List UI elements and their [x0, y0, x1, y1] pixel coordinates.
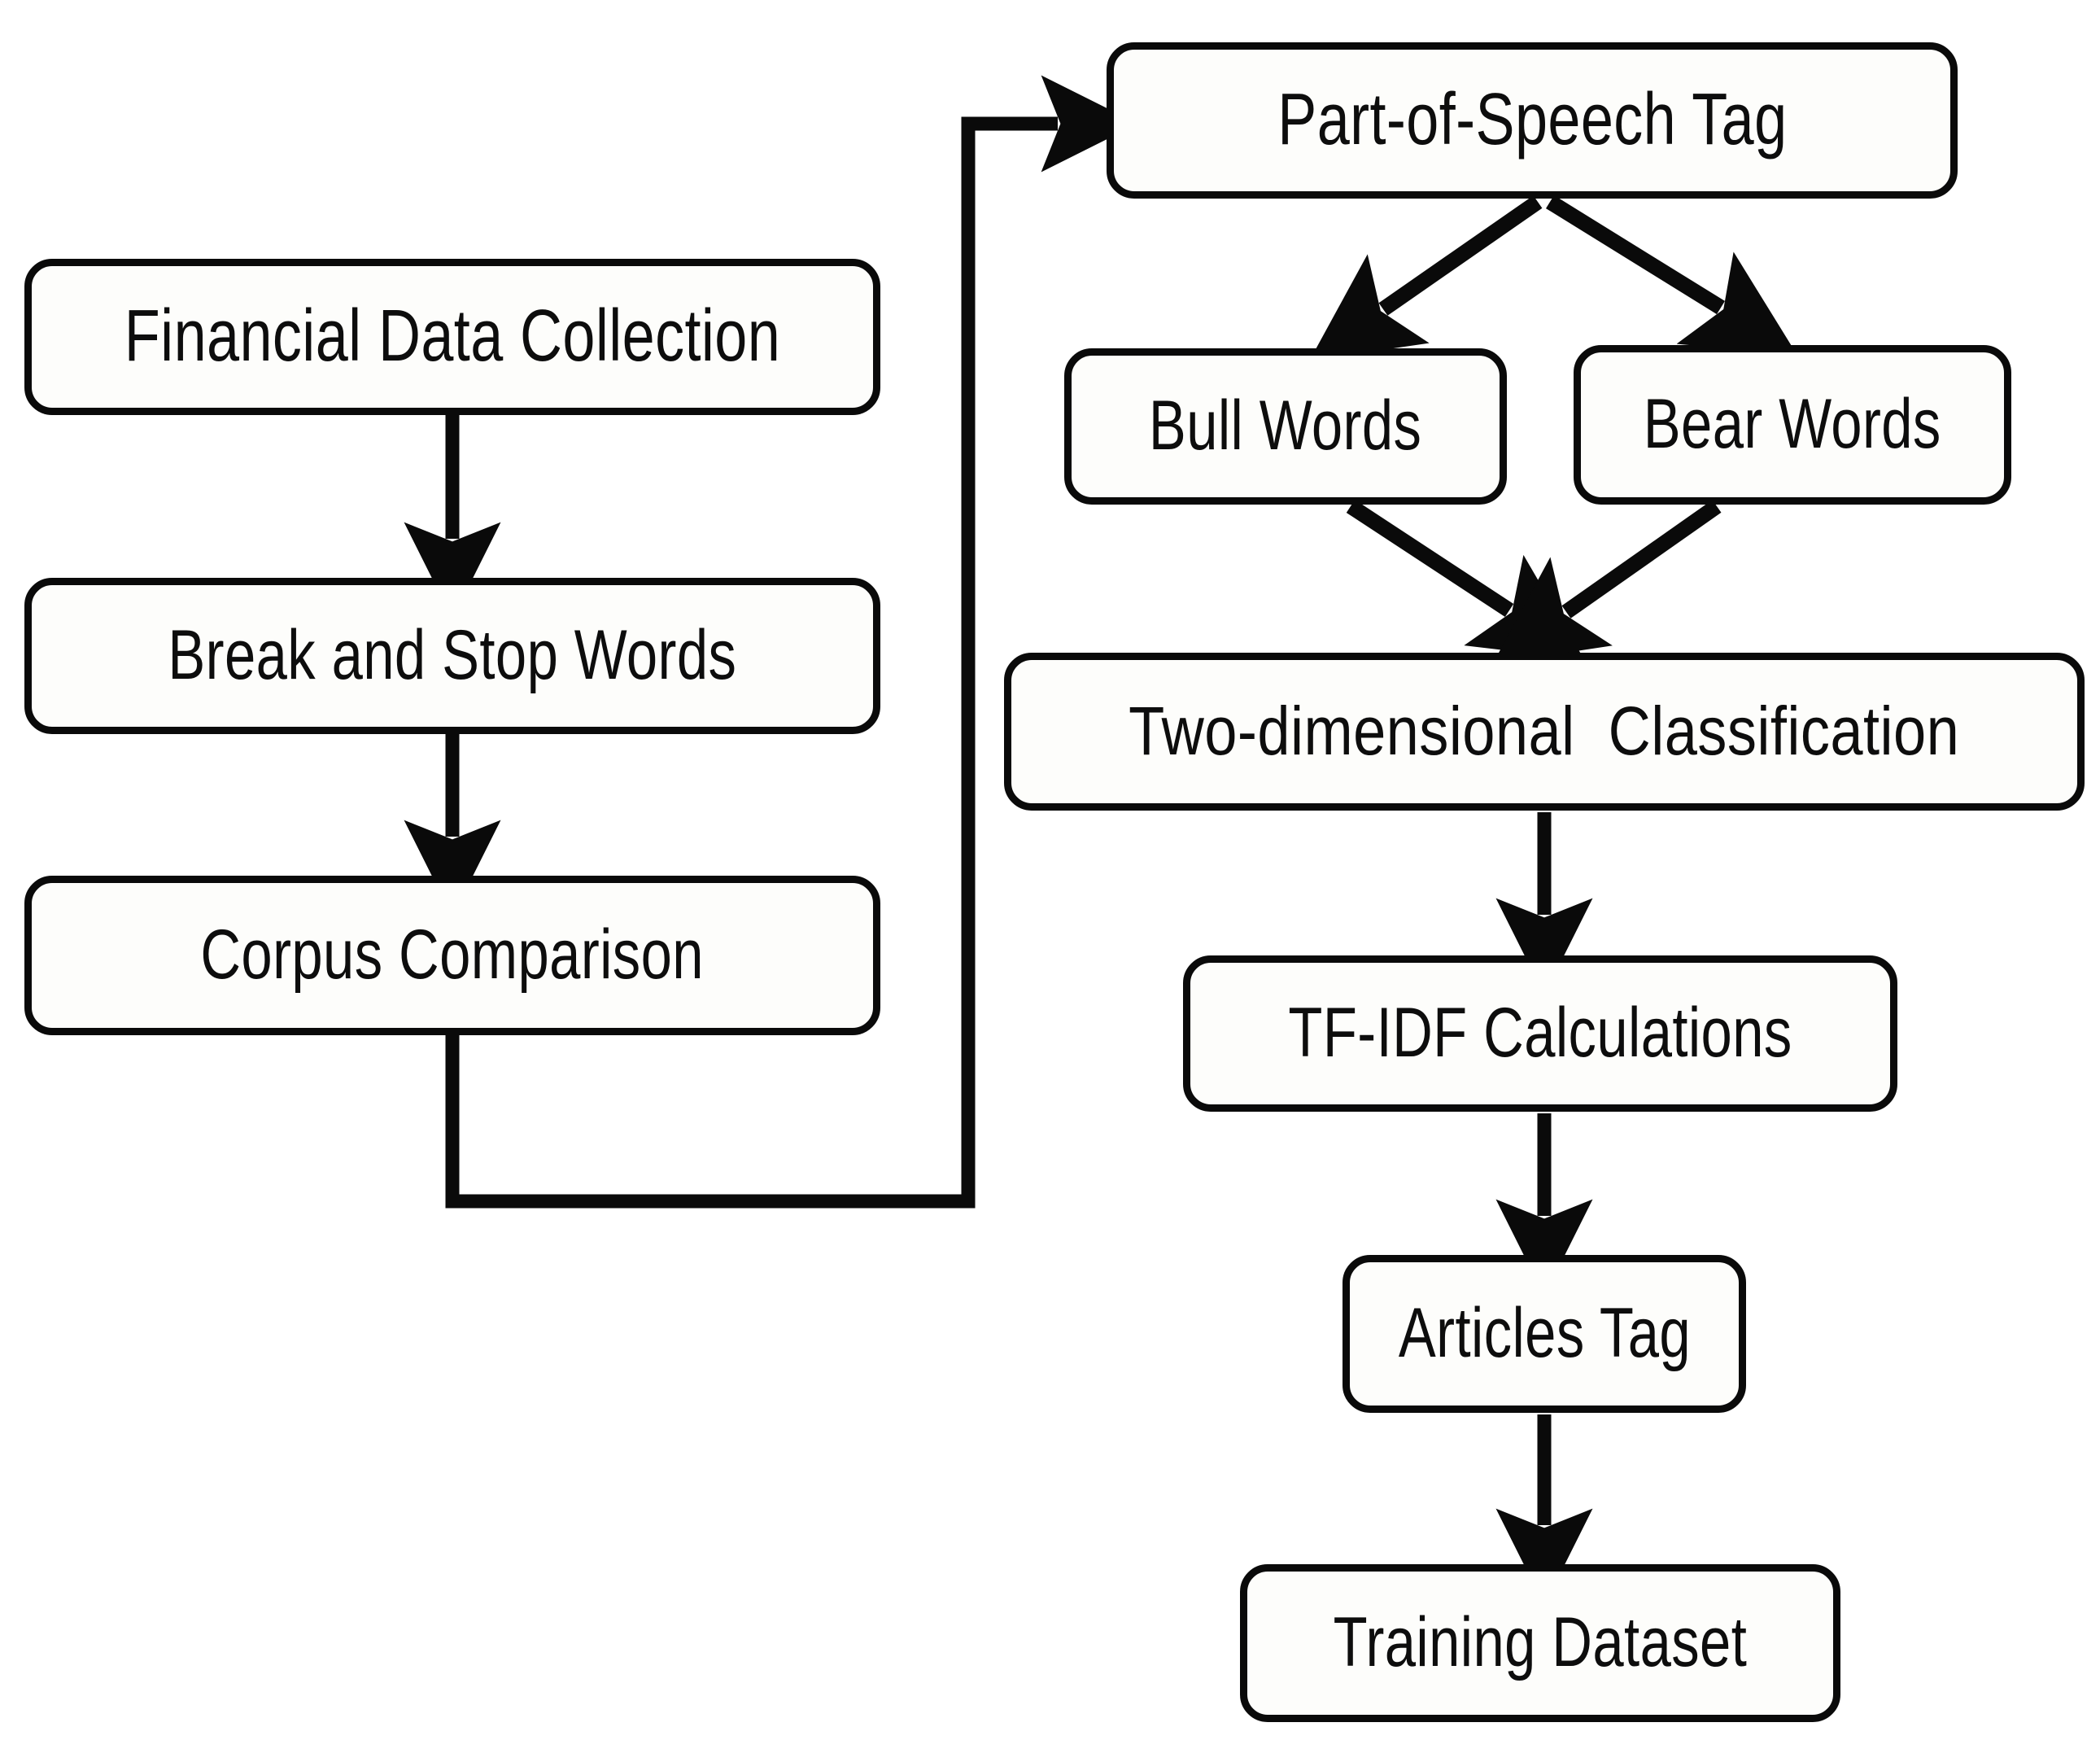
node-part-of-speech-tag[interactable]: Part-of-Speech Tag [1107, 42, 1958, 199]
node-label: Financial Data Collection [124, 295, 781, 378]
node-bear-words[interactable]: Bear Words [1574, 345, 2011, 505]
node-label: Two-dimensional Classification [1129, 693, 1960, 770]
node-label: Corpus Comparison [200, 916, 705, 995]
edge-pos-to-bull [1309, 195, 1543, 361]
node-bull-words[interactable]: Bull Words [1064, 348, 1507, 505]
node-corpus-comparison[interactable]: Corpus Comparison [24, 876, 880, 1035]
node-financial-data-collection[interactable]: Financial Data Collection [24, 259, 880, 415]
node-break-and-stop-words[interactable]: Break and Stop Words [24, 578, 880, 734]
node-label: Bear Words [1644, 385, 1941, 464]
node-label: Break and Stop Words [168, 616, 737, 695]
edge-pos-to-bear [1545, 195, 1797, 356]
node-label: Bull Words [1149, 387, 1422, 466]
node-label: Articles Tag [1398, 1294, 1691, 1373]
node-training-dataset[interactable]: Training Dataset [1240, 1564, 1840, 1722]
node-label: Training Dataset [1333, 1603, 1748, 1682]
node-two-dimensional-classification[interactable]: Two-dimensional Classification [1004, 653, 2085, 811]
node-tf-idf-calculations[interactable]: TF-IDF Calculations [1183, 955, 1897, 1112]
node-label: TF-IDF Calculations [1288, 994, 1792, 1073]
edge-bull-to-classification [1346, 500, 1585, 660]
node-articles-tag[interactable]: Articles Tag [1343, 1255, 1746, 1413]
node-label: Part-of-Speech Tag [1277, 79, 1788, 161]
edge-bear-to-classification [1492, 500, 1722, 664]
